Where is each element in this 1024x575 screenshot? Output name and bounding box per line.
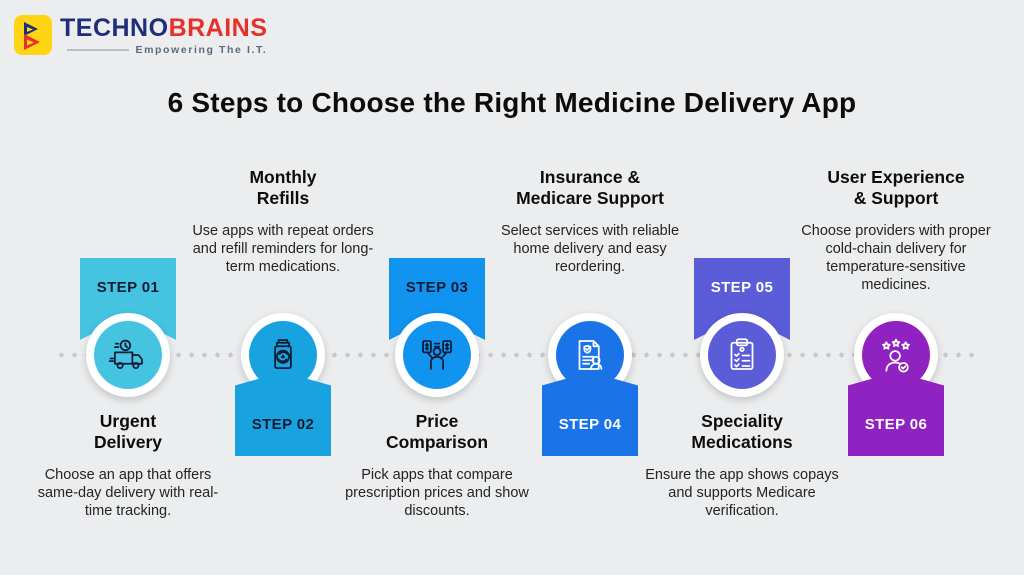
step-5-title: Speciality Medications (637, 411, 847, 453)
technobrains-logo-icon (14, 15, 52, 55)
step-1-circle (86, 313, 170, 397)
step-column-2: Monthly Refills Use apps with repeat ord… (178, 0, 388, 575)
step-4-label: STEP 04 (558, 416, 622, 433)
price-comparison-icon (422, 340, 452, 370)
step-4-title-line1: Insurance & (539, 167, 641, 187)
step-2-text: Monthly Refills Use apps with repeat ord… (178, 167, 388, 276)
step-1-title-line1: Urgent (99, 411, 157, 431)
step-6-description: Choose providers with proper cold-chain … (801, 223, 991, 293)
step-1-title: Urgent Delivery (23, 411, 233, 453)
step-3-text: Price Comparison Pick apps that compare … (332, 411, 542, 520)
insurance-document-icon (578, 340, 603, 370)
step-4-title: Insurance & Medicare Support (485, 167, 695, 209)
timeline-dotted-line (55, 352, 978, 358)
step-3-description: Pick apps that compare prescription pric… (345, 467, 529, 519)
brand-wordmark: TECHNOBRAINS (60, 15, 267, 41)
step-column-6: User Experience & Support Choose provide… (791, 0, 1001, 575)
step-5-circle (700, 313, 784, 397)
page-title: 6 Steps to Choose the Right Medicine Del… (167, 87, 857, 118)
step-5-description: Ensure the app shows copays and supports… (645, 467, 839, 519)
brand-name-part2: BRAINS (168, 14, 268, 42)
step-5-label: STEP 05 (710, 279, 774, 296)
step-6-text: User Experience & Support Choose provide… (791, 167, 1001, 294)
step-6-label: STEP 06 (864, 416, 928, 433)
step-3-circle (395, 313, 479, 397)
step-column-3: STEP 03 Price Comparison Pick apps (332, 0, 542, 575)
step-4-description: Select services with reliable home deliv… (500, 223, 680, 275)
step-5-title-line1: Speciality (701, 411, 783, 431)
technobrains-logo: TECHNOBRAINS Empowering The I.T. (14, 15, 267, 56)
step-2-description: Use apps with repeat orders and refill r… (192, 223, 374, 275)
step-2-banner: STEP 02 (235, 372, 331, 456)
step-4-text: Insurance & Medicare Support Select serv… (485, 167, 695, 276)
delivery-truck-clock-icon (108, 339, 143, 369)
step-5-text: Speciality Medications Ensure the app sh… (637, 411, 847, 520)
step-column-4: Insurance & Medicare Support Select serv… (485, 0, 695, 575)
logo-b-arrow-icon (24, 22, 40, 50)
step-1-text: Urgent Delivery Choose an app that offer… (23, 411, 233, 520)
step-3-title-line2: Comparison (385, 432, 489, 452)
user-rating-icon (882, 338, 910, 373)
step-1-title-line2: Delivery (93, 432, 163, 452)
checklist-clipboard-icon (730, 338, 754, 370)
step-2-title-line1: Monthly (249, 167, 317, 187)
step-4-banner: STEP 04 (542, 372, 638, 456)
step-column-5: STEP 05 Speciality Medications Ensure th… (637, 0, 847, 575)
step-5-title-line2: Medications (691, 432, 793, 452)
step-6-banner: STEP 06 (848, 372, 944, 456)
step-3-title: Price Comparison (332, 411, 542, 453)
medicine-bottle-refill-icon (274, 339, 292, 369)
step-1-label: STEP 01 (96, 279, 160, 296)
brand-name-part1: TECHNO (60, 14, 169, 42)
step-2-title-line2: Refills (256, 188, 310, 208)
step-2-title: Monthly Refills (178, 167, 388, 209)
step-2-label: STEP 02 (251, 416, 315, 433)
step-1-description: Choose an app that offers same-day deliv… (37, 467, 219, 519)
step-6-title-line2: & Support (853, 188, 939, 208)
step-6-title-line1: User Experience (827, 167, 965, 187)
tagline-divider-line (67, 49, 130, 51)
step-column-1: STEP 01 Urgent Delivery Choose an app th… (23, 0, 233, 575)
step-6-title: User Experience & Support (791, 167, 1001, 209)
step-3-label: STEP 03 (405, 279, 469, 296)
step-4-title-line2: Medicare Support (516, 188, 664, 208)
brand-tagline: Empowering The I.T. (135, 44, 268, 56)
step-3-title-line1: Price (415, 411, 459, 431)
